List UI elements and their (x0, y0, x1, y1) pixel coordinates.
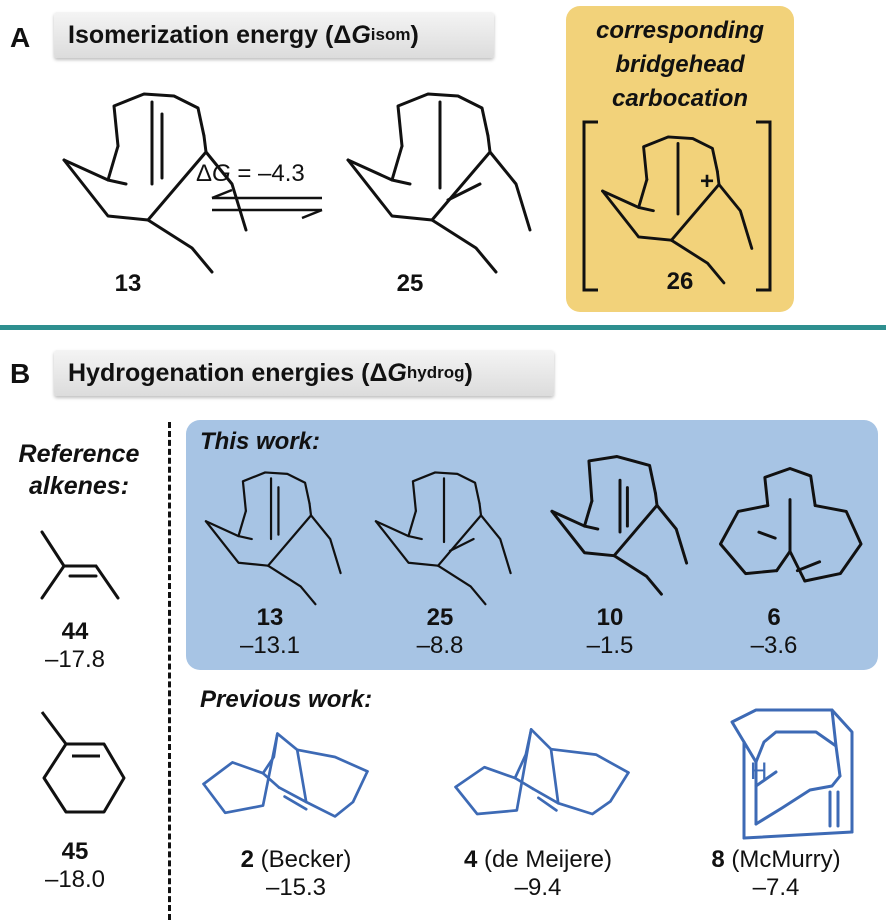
panel-a-letter: A (10, 22, 31, 53)
previous-2-label: 2 (Becker)–15.3 (240, 846, 352, 901)
carbocation-box (566, 6, 794, 312)
structure-4 (454, 728, 630, 816)
reference-divider (168, 422, 171, 920)
section-divider (0, 325, 886, 330)
compound-13-label-a: 13 (114, 270, 142, 297)
panel-b-header-main: Hydrogenation energies (Δ (68, 358, 388, 387)
previous-8-h-label: H (750, 758, 768, 785)
structure-45 (40, 711, 126, 814)
panel-b-header-g: G (387, 358, 407, 387)
panel-b-header-close: ) (464, 358, 473, 387)
structure-8 (730, 708, 854, 840)
equilibrium-arrows (211, 188, 323, 220)
panel-a-header-sub: isom (370, 25, 411, 44)
structure-6 (718, 467, 863, 583)
this-work-25-label: 25–8.8 (416, 604, 464, 659)
this-work-6-label: 6–3.6 (750, 604, 798, 659)
panel-a-header-main: Isomerization energy (Δ (68, 20, 352, 49)
carbocation-line2: bridgehead (615, 51, 745, 78)
reference-44-label: 44–17.8 (44, 618, 106, 673)
carbocation-charge: + (700, 168, 715, 195)
carbocation-title: corresponding bridgehead carbocation (566, 14, 794, 116)
previous-4-label: 4 (de Meijere)–9.4 (463, 846, 613, 901)
panel-b-letter: B (10, 358, 31, 389)
previous-work-title: Previous work: (200, 686, 373, 713)
structure-44 (40, 530, 120, 600)
structure-26 (601, 135, 754, 285)
this-work-10-label: 10–1.5 (586, 604, 634, 659)
compound-26-label: 26 (666, 268, 694, 295)
panel-a-header-g: G (351, 20, 371, 49)
panel-b-header-sub: hydrog (406, 363, 465, 382)
carbocation-brackets (582, 120, 772, 292)
this-work-title: This work: (200, 428, 321, 455)
structure-10 (550, 455, 689, 596)
compound-25-label-a: 25 (396, 270, 424, 297)
this-work-box (186, 420, 878, 670)
structure-13-b (204, 471, 342, 606)
structure-25-b (374, 471, 512, 606)
carbocation-line1: corresponding (595, 17, 764, 44)
panel-a-header-close: ) (410, 20, 419, 49)
previous-8-label: 8 (McMurry)–7.4 (711, 846, 841, 901)
structure-13-a (62, 92, 248, 274)
reference-45-label: 45–18.0 (44, 838, 106, 893)
this-work-13-label: 13–13.1 (239, 604, 301, 659)
structure-25-a (346, 92, 532, 274)
structure-2 (202, 732, 369, 818)
carbocation-line3: carbocation (611, 85, 749, 112)
